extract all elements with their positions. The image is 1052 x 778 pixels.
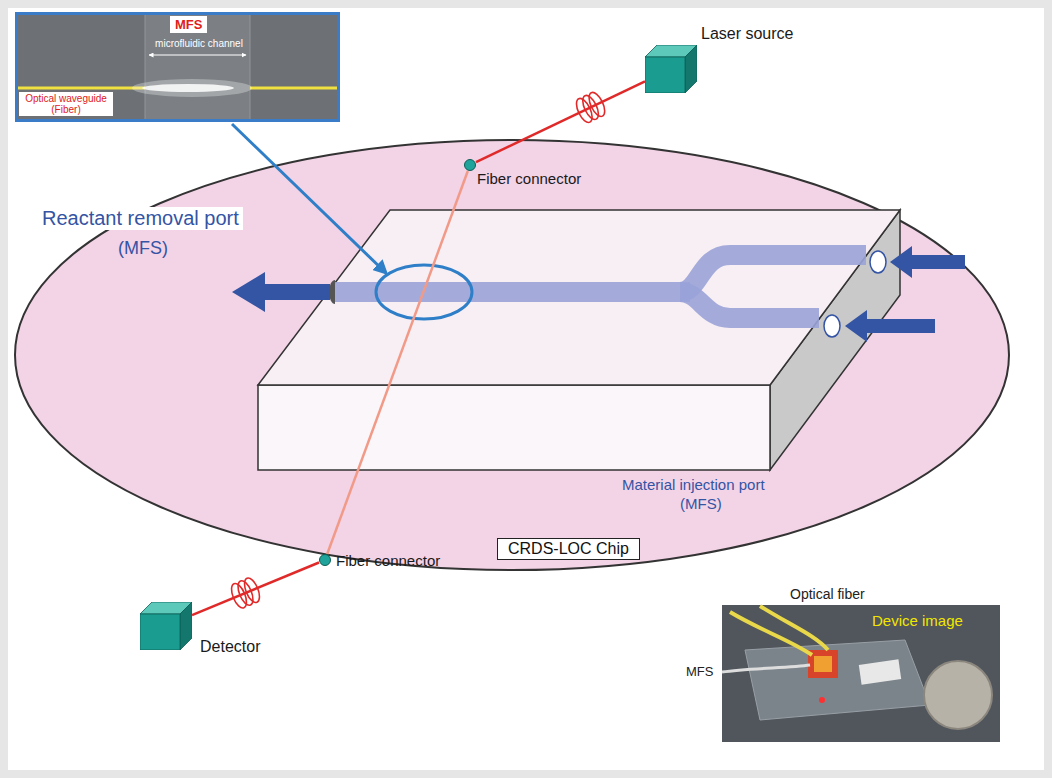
fiber-cable (760, 606, 828, 650)
injection-port (824, 315, 840, 337)
cube-front (645, 57, 685, 93)
fiber-cable (730, 612, 812, 655)
light-beam (132, 79, 252, 97)
light-beam (142, 84, 234, 92)
photo-label: Optical fiber (790, 586, 865, 602)
inset-photo (15, 12, 340, 122)
page-panel (8, 8, 1044, 770)
fiber-connector: Fiber connector (319, 554, 331, 566)
microchannel (335, 282, 690, 302)
optical-fiber (327, 171, 468, 554)
cube-side (685, 45, 697, 93)
injection-port (870, 251, 886, 273)
coin (924, 661, 992, 729)
node-text: Laser source (701, 25, 794, 43)
channel-region (145, 15, 250, 119)
node-text: Detector (200, 638, 260, 656)
device-body (745, 640, 930, 720)
device-chip (814, 656, 832, 672)
flow-arrow (232, 272, 330, 312)
waveguide-tag: Optical waveguide (Fiber) (19, 92, 113, 116)
laser-source: Laser source (645, 45, 697, 93)
flow-arrow (845, 310, 935, 342)
microchannel (680, 292, 819, 318)
width-arrow (149, 55, 246, 56)
fiber-connector: Fiber connector (464, 159, 476, 171)
chip-label: CRDS-LOC Chip (497, 538, 640, 560)
laser-spot (819, 697, 825, 703)
optical-fiber (192, 562, 319, 615)
cube-icon (645, 45, 697, 93)
node-text: CRDS-LOC Chip (508, 540, 629, 558)
port-label: Material injection port (622, 476, 765, 493)
fiber-core (250, 87, 337, 90)
mfs-tube (722, 665, 810, 672)
detector: Detector (140, 602, 192, 650)
photo-label: MFS (686, 664, 713, 679)
photo-label: Device image (872, 612, 963, 629)
chip-front (258, 385, 770, 470)
fiber-core (18, 87, 145, 90)
zoom-arrow (232, 124, 386, 273)
port-label: Reactant removal port (38, 207, 243, 230)
node-text: microfluidic channel (145, 38, 253, 49)
chip-top (258, 210, 900, 385)
node-text: Fiber connector (336, 552, 440, 569)
inset-photo-frame: microfluidic channel MFS Optical waveguide… (15, 12, 340, 122)
chip-region (15, 140, 1009, 570)
device-sticker (859, 659, 901, 684)
channel-wall (250, 15, 251, 119)
cube-icon (140, 602, 192, 650)
flow-arrow (890, 246, 965, 278)
microchannel (680, 255, 866, 292)
mfs-tag: MFS (170, 16, 207, 33)
node-text: Optical waveguide (Fiber) (21, 93, 111, 115)
cube-front (140, 614, 180, 650)
cube-side (180, 602, 192, 650)
node-text: Fiber connector (477, 170, 581, 187)
channel-wall (145, 15, 146, 119)
port-label: (MFS) (680, 495, 722, 512)
port-label: (MFS) (118, 238, 168, 259)
device-photo (722, 605, 1000, 742)
node-text: MFS (175, 17, 202, 32)
optical-fiber (476, 81, 645, 162)
